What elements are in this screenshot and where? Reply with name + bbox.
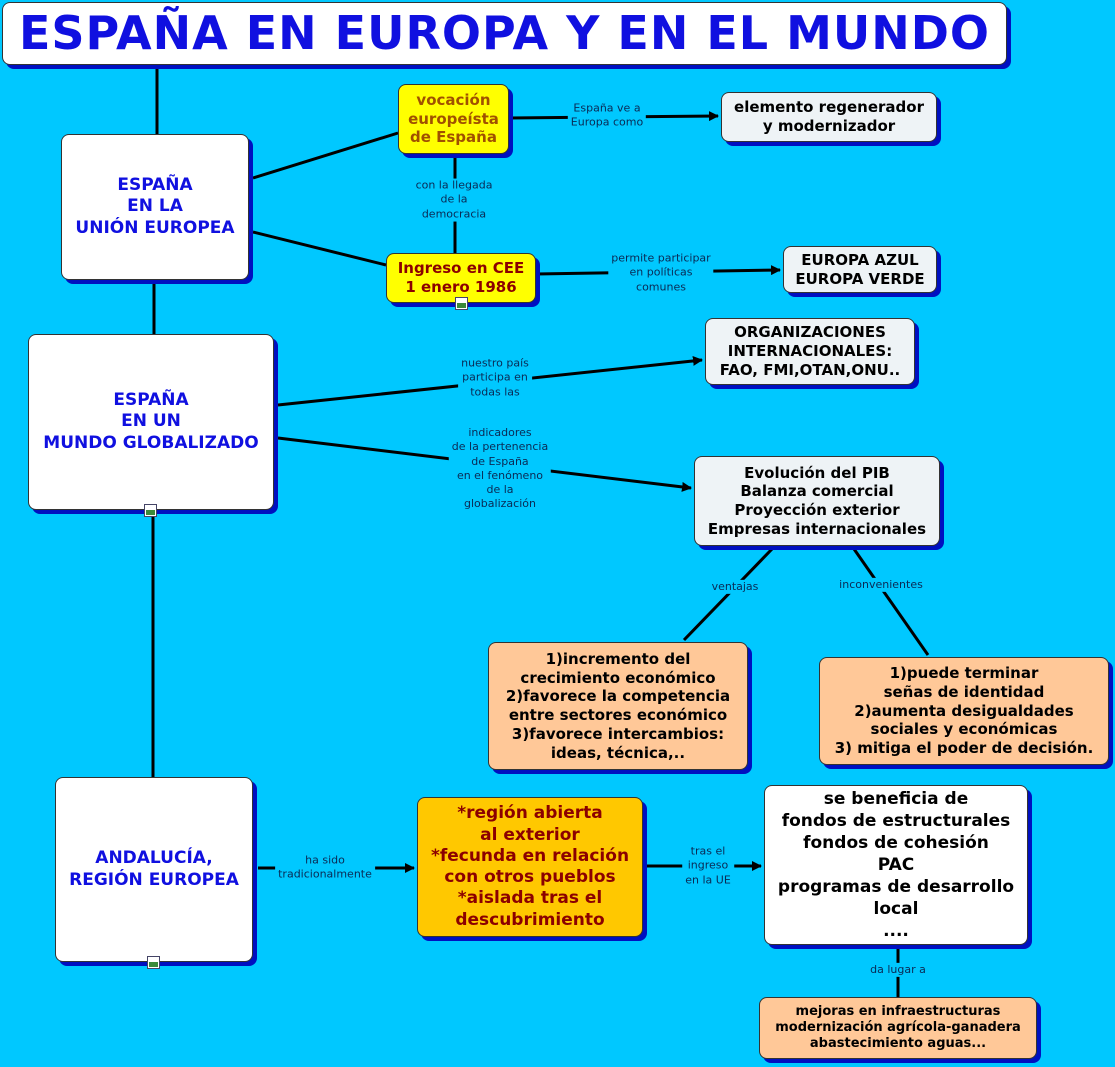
- node-mundo-globalizado[interactable]: ESPAÑA EN UN MUNDO GLOBALIZADO: [28, 334, 274, 510]
- node-europa-azul-verde[interactable]: EUROPA AZUL EUROPA VERDE: [783, 246, 937, 293]
- link-label-llegada: con la llegada de la democracia: [412, 178, 496, 222]
- node-organizaciones[interactable]: ORGANIZACIONES INTERNACIONALES: FAO, FMI…: [705, 318, 915, 385]
- node-ventajas[interactable]: 1)incremento del crecimiento económico 2…: [488, 642, 748, 770]
- link-label-ve: España ve a Europa como: [567, 101, 647, 131]
- node-inconvenientes[interactable]: 1)puede terminar señas de identidad 2)au…: [819, 657, 1109, 765]
- node-region[interactable]: *región abierta al exterior *fecunda en …: [417, 797, 643, 937]
- node-ingreso-cee[interactable]: Ingreso en CEE 1 enero 1986: [386, 253, 536, 303]
- node-andalucia[interactable]: ANDALUCÍA, REGIÓN EUROPEA: [55, 777, 253, 962]
- image-icon[interactable]: [144, 504, 157, 517]
- link-label-permite: permite participar en políticas comunes: [608, 251, 714, 295]
- image-icon[interactable]: [455, 297, 468, 310]
- image-icon[interactable]: [147, 956, 160, 969]
- link-label-inconvenientes: inconvenientes: [836, 577, 926, 593]
- node-indicadores[interactable]: Evolución del PIB Balanza comercial Proy…: [694, 456, 940, 546]
- node-espana-ue[interactable]: ESPAÑA EN LA UNIÓN EUROPEA: [61, 134, 249, 280]
- page-title: ESPAÑA EN EUROPA Y EN EL MUNDO: [2, 2, 1007, 65]
- link-label-tras: tras el ingreso en la UE: [682, 844, 734, 888]
- node-beneficia[interactable]: se beneficia de fondos de estructurales …: [764, 785, 1028, 945]
- link-label-participa: nuestro país participa en todas las: [458, 356, 532, 400]
- link-label-ventajas: ventajas: [708, 579, 762, 595]
- link-label-da-lugar: da lugar a: [867, 962, 929, 978]
- node-regenerador[interactable]: elemento regenerador y modernizador: [721, 92, 937, 142]
- node-vocacion[interactable]: vocación europeísta de España: [398, 84, 509, 154]
- link-label-ha-sido: ha sido tradicionalmente: [275, 853, 375, 883]
- node-mejoras[interactable]: mejoras en infraestructuras modernizació…: [759, 997, 1037, 1059]
- link-label-indicadores: indicadores de la pertenencia de España …: [448, 426, 552, 512]
